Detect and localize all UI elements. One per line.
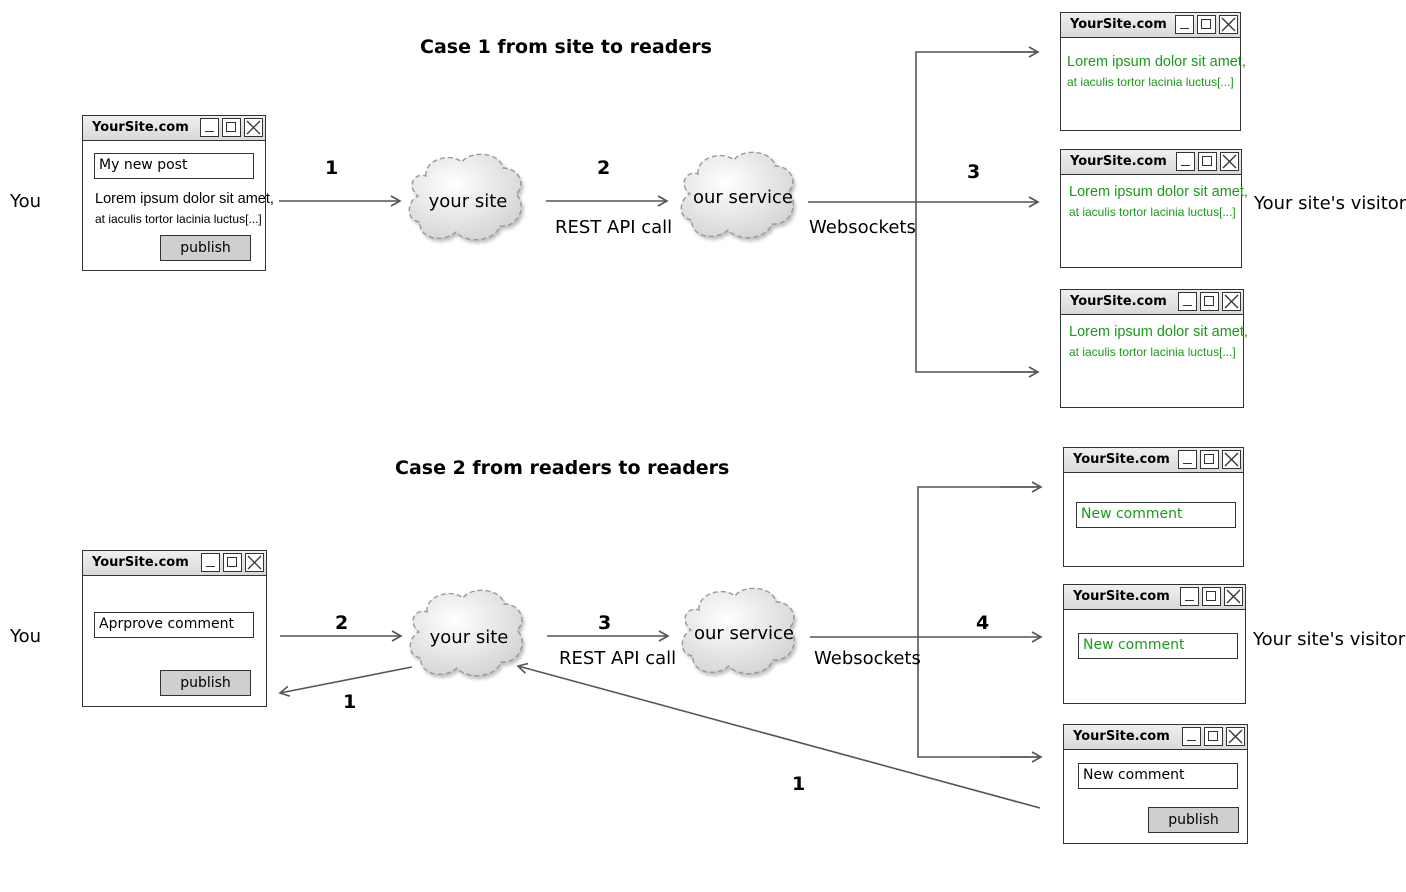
rest-api-label-case1: REST API call [555, 217, 673, 238]
cloud-your-site-case2 [409, 589, 523, 677]
publish-button[interactable]: publish [160, 235, 251, 261]
title-bar: YourSite.com [1064, 448, 1243, 473]
visitor-window-case1-2: YourSite.com Lorem ipsum dolor sit amet,… [1060, 149, 1248, 268]
websockets-label-case1: Websockets [809, 217, 916, 238]
arrow-reader-to-site-case2 [516, 662, 1041, 809]
title-bar: YourSite.com [83, 116, 265, 141]
visitor-window-case2-2: YourSite.com New comment [1063, 584, 1246, 704]
case2-heading: Case 2 from readers to readers [395, 457, 730, 479]
maximize-icon[interactable] [1204, 727, 1223, 746]
minimize-icon[interactable] [1176, 152, 1195, 171]
close-icon[interactable] [244, 118, 263, 137]
actor-visitors-case1: Your site's visitors [1254, 193, 1406, 214]
cloud-label-our-service-case2: our service [693, 623, 795, 644]
maximize-icon[interactable] [222, 118, 241, 137]
close-icon[interactable] [1220, 152, 1239, 171]
window-title: YourSite.com [1070, 17, 1167, 32]
maximize-icon[interactable] [1198, 152, 1217, 171]
actor-visitors-case2: Your site's visitors [1253, 629, 1406, 650]
title-bar: YourSite.com [1061, 290, 1243, 315]
websocket-branch-case2 [917, 486, 1041, 758]
close-icon[interactable] [1226, 727, 1245, 746]
post-title-input[interactable]: My new post [94, 153, 254, 179]
window-title: YourSite.com [1073, 729, 1170, 744]
step-number: 4 [976, 612, 990, 634]
author-window-case1: YourSite.com My new post Lorem ipsum dol… [82, 115, 274, 271]
close-icon[interactable] [1222, 450, 1241, 469]
post-body-line: Lorem ipsum dolor sit amet, [1069, 184, 1248, 200]
comment-input[interactable]: New comment [1078, 763, 1238, 789]
maximize-icon[interactable] [1202, 587, 1221, 606]
window-title: YourSite.com [1073, 589, 1170, 604]
minimize-icon[interactable] [1180, 587, 1199, 606]
post-body-line: at iaculis tortor lacinia luctus[...] [1069, 345, 1236, 359]
close-icon[interactable] [1224, 587, 1243, 606]
step-number: 3 [967, 161, 981, 183]
rest-api-label-case2: REST API call [559, 648, 677, 669]
minimize-icon[interactable] [200, 118, 219, 137]
publish-button[interactable]: publish [1148, 807, 1239, 833]
window-title: YourSite.com [1070, 294, 1167, 309]
step-number: 3 [598, 612, 612, 634]
title-bar: YourSite.com [1061, 150, 1241, 175]
maximize-icon[interactable] [1197, 15, 1216, 34]
step-number: 1 [325, 157, 339, 179]
title-bar: YourSite.com [1064, 585, 1245, 610]
maximize-icon[interactable] [1200, 450, 1219, 469]
visitor-window-case2-3: YourSite.com New comment publish [1063, 724, 1248, 844]
actor-you-case2: You [10, 626, 42, 647]
post-body-line: at iaculis tortor lacinia luctus[...] [95, 212, 262, 226]
cloud-our-service-case1 [680, 151, 794, 239]
comment-input[interactable]: New comment [1078, 633, 1238, 659]
maximize-icon[interactable] [1200, 292, 1219, 311]
close-icon[interactable] [245, 553, 264, 572]
cloud-label-your-site-case1: your site [428, 191, 508, 212]
case1-heading: Case 1 from site to readers [420, 36, 712, 58]
window-title: YourSite.com [1070, 154, 1167, 169]
post-body-line: at iaculis tortor lacinia luctus[...] [1067, 75, 1234, 89]
comment-input[interactable]: New comment [1076, 502, 1236, 528]
minimize-icon[interactable] [1182, 727, 1201, 746]
cloud-label-our-service-case1: our service [692, 187, 794, 208]
websocket-branch-case1 [915, 51, 1038, 373]
minimize-icon[interactable] [1178, 450, 1197, 469]
publish-button[interactable]: publish [160, 670, 251, 696]
step-number: 1 [792, 773, 806, 795]
minimize-icon[interactable] [201, 553, 220, 572]
author-window-case2: YourSite.com Aprprove comment publish [82, 550, 267, 707]
window-title: YourSite.com [1073, 452, 1170, 467]
actor-you-case1: You [10, 191, 42, 212]
window-title: YourSite.com [92, 120, 189, 135]
approve-comment-input[interactable]: Aprprove comment [94, 612, 254, 638]
step-number: 2 [335, 612, 349, 634]
minimize-icon[interactable] [1178, 292, 1197, 311]
websockets-label-case2: Websockets [814, 648, 921, 669]
visitor-window-case2-1: YourSite.com New comment [1063, 447, 1244, 567]
post-body-line: Lorem ipsum dolor sit amet, [1067, 54, 1246, 70]
visitor-window-case1-1: YourSite.com Lorem ipsum dolor sit amet,… [1060, 12, 1246, 131]
post-body-line: Lorem ipsum dolor sit amet, [95, 191, 274, 207]
close-icon[interactable] [1222, 292, 1241, 311]
step-number: 1 [343, 691, 357, 713]
minimize-icon[interactable] [1175, 15, 1194, 34]
close-icon[interactable] [1219, 15, 1238, 34]
window-title: YourSite.com [92, 555, 189, 570]
maximize-icon[interactable] [223, 553, 242, 572]
visitor-window-case1-3: YourSite.com Lorem ipsum dolor sit amet,… [1060, 289, 1248, 408]
title-bar: YourSite.com [83, 551, 266, 576]
title-bar: YourSite.com [1064, 725, 1247, 750]
post-body-line: at iaculis tortor lacinia luctus[...] [1069, 205, 1236, 219]
cloud-your-site-case1 [408, 153, 522, 241]
post-body-line: Lorem ipsum dolor sit amet, [1069, 324, 1248, 340]
arrow-site-to-you-case2 [278, 666, 413, 697]
cloud-our-service-case2 [681, 587, 795, 675]
title-bar: YourSite.com [1061, 13, 1240, 38]
step-number: 2 [597, 157, 611, 179]
cloud-label-your-site-case2: your site [429, 627, 509, 648]
